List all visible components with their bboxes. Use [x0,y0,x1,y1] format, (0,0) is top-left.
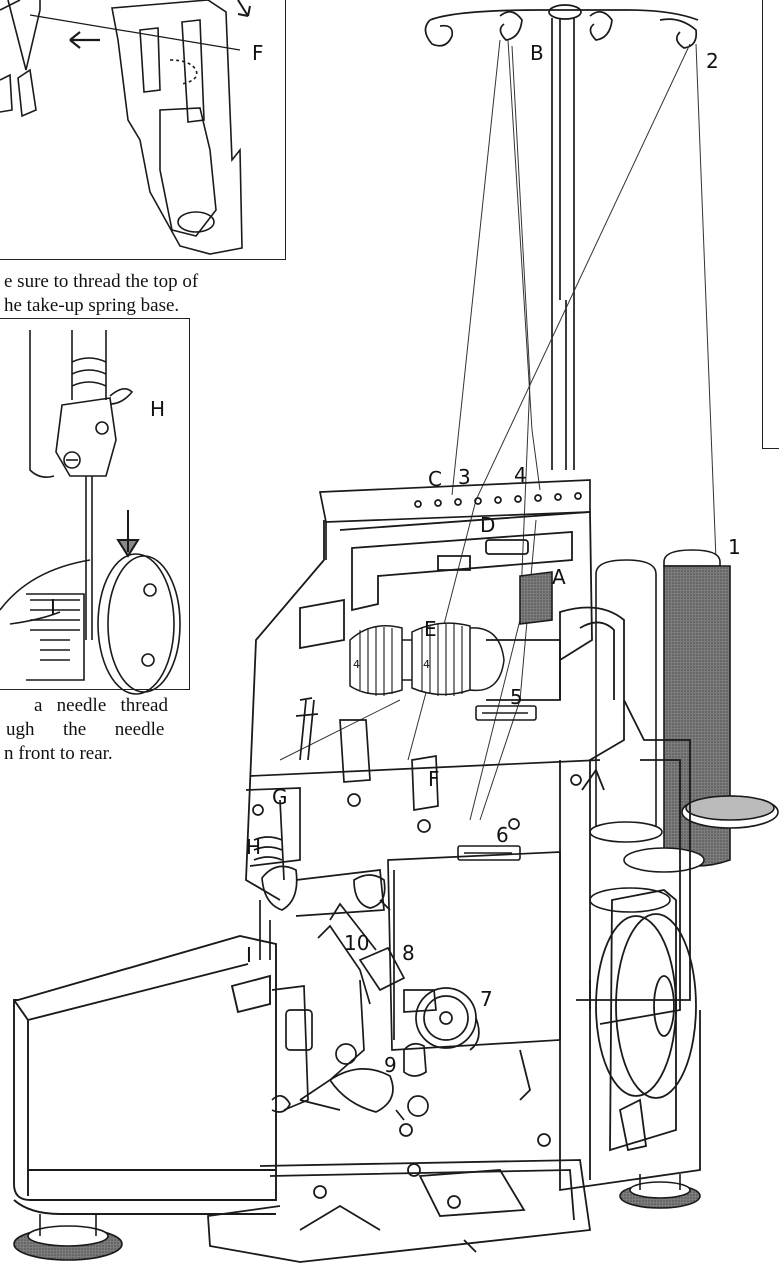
label-6: 6 [496,823,509,847]
machine-upper-body [245,511,593,901]
needle-caption-line2: ugh the needle [6,719,165,740]
label-10: 10 [344,931,369,955]
machine-middle-body [245,697,601,1051]
take-up-caption-line2: he take-up spring base. [4,295,180,316]
machine-base [207,1159,592,1263]
inset-middle-label-h: H [150,397,165,421]
machine-right-housing [486,606,691,1025]
label-5: 5 [510,685,523,709]
tension-dials: 4 4 [349,622,505,696]
take-up-caption-line1: e sure to thread the top of [4,271,199,292]
inset-middle-frame [0,318,190,690]
label-a: A [552,565,566,589]
machine-needle-area [253,799,391,960]
thread-slots [457,705,537,861]
machine-left-cover [13,935,277,1215]
label-2: 2 [706,49,719,73]
label-c: C [428,467,442,491]
svg-text:4: 4 [353,658,360,671]
label-h: H [246,835,261,859]
label-g: G [272,785,288,809]
inset-middle-drawing: I H [0,330,181,695]
label-9: 9 [384,1053,397,1077]
spools [519,549,779,913]
inset-middle-label-i: I [50,595,56,619]
label-3: 3 [458,465,471,489]
right-partial-frame [762,0,779,449]
label-1: 1 [728,535,741,559]
tension-disc-7 [395,987,480,1121]
label-b: B [530,41,544,65]
looper-area [271,902,437,1113]
label-f: F [428,767,440,791]
inset-top-label-f: F [252,41,264,65]
needle-caption-line1: a needle thread [34,695,168,716]
svg-text:4: 4 [423,658,430,671]
label-4: 4 [514,463,527,487]
inset-top-frame [0,0,286,260]
label-7: 7 [480,987,493,1011]
label-i: I [246,943,252,967]
inset-top-drawing: F [0,0,264,255]
label-8: 8 [402,941,415,965]
thread-stand [424,4,699,470]
machine-feet [13,1174,701,1261]
machine-right-panel [399,760,701,1192]
label-d: D [480,513,495,537]
needle-caption-line3: n front to rear. [4,743,113,764]
label-e: E [424,617,437,641]
